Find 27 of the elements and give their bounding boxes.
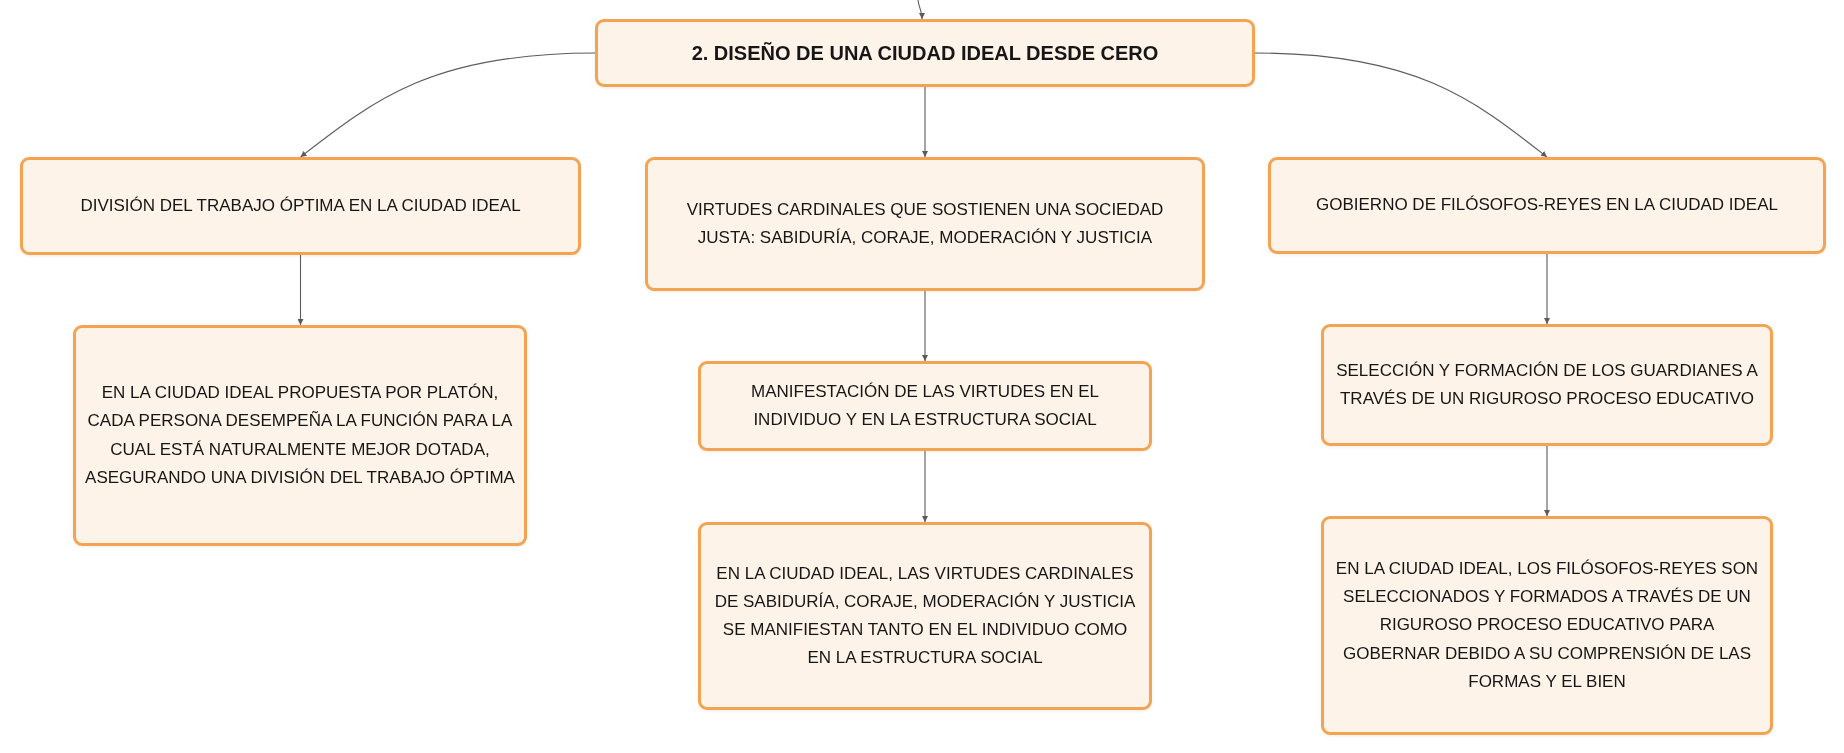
connector-arrow: [297, 254, 304, 326]
topic-text: SELECCIÓN Y FORMACIÓN DE LOS GUARDIANES A TRAVÉS DE UN RIGUROSO PROCESO EDUCATIVO: [1335, 359, 1759, 410]
topic-text: DIVISIÓN DEL TRABAJO ÓPTIMA EN LA CIUDAD IDEAL: [80, 194, 521, 217]
main-topic-text: 2. DISEÑO DE UNA CIUDAD IDEAL DESDE CERO: [691, 40, 1159, 66]
topic-text: EN LA CIUDAD IDEAL PROPUESTA POR PLATÓN, CADA PERSONA DESEMPEÑA LA FUNCIÓN PARA LA CUAL ESTÁ NATURALMENTE MEJOR DOTADA, ASEGURANDO UNA DIVISIÓN DEL TRABAJO ÓPTIMA: [84, 382, 516, 489]
connector-arrow: [299, 52, 596, 158]
connector-arrow: [922, 450, 928, 523]
connector-arrow: [917, 0, 925, 20]
connector-arrow: [1544, 253, 1550, 325]
topic-box: [645, 157, 1205, 291]
topic-text: GOBIERNO DE FILÓSOFOS-REYES EN LA CIUDAD IDEAL: [1316, 194, 1778, 217]
connector-arrow: [922, 86, 928, 158]
topic-box: [1321, 516, 1773, 735]
topic-box: [698, 522, 1152, 710]
topic-text: MANIFESTACIÓN DE LAS VIRTUDES EN EL INDIVIDUO Y EN LA ESTRUCTURA SOCIAL: [750, 380, 1100, 431]
topic-box: [1321, 324, 1773, 446]
main-topic-box: [595, 19, 1255, 87]
topic-text: VIRTUDES CARDINALES QUE SOSTIENEN UNA SOCIEDAD JUSTA: SABIDURÍA, CORAJE, MODERACIÓN Y JUSTICIA: [685, 198, 1165, 249]
topic-box: [698, 361, 1152, 451]
topic-text: EN LA CIUDAD IDEAL, LAS VIRTUDES CARDINALES DE SABIDURÍA, CORAJE, MODERACIÓN Y JUSTICIA SE MANIFIESTAN TANTO EN EL INDIVIDUO COMO EN LA ESTRUCTURA SOCIAL: [713, 562, 1137, 670]
topic-box: [73, 325, 527, 546]
connector-arrow: [1254, 52, 1548, 158]
connector-arrow: [922, 290, 928, 362]
topic-text: EN LA CIUDAD IDEAL, LOS FILÓSOFOS-REYES SON SELECCIONADOS Y FORMADOS A TRAVÉS DE UN RIGUROSO PROCESO EDUCATIVO PARA GOBERNAR DEBIDO A SU COMPRENSIÓN DE LAS FORMAS Y EL BIEN: [1334, 558, 1760, 693]
topic-box: [1268, 157, 1826, 254]
topic-box: [20, 157, 581, 255]
connector-arrow: [1544, 445, 1550, 517]
